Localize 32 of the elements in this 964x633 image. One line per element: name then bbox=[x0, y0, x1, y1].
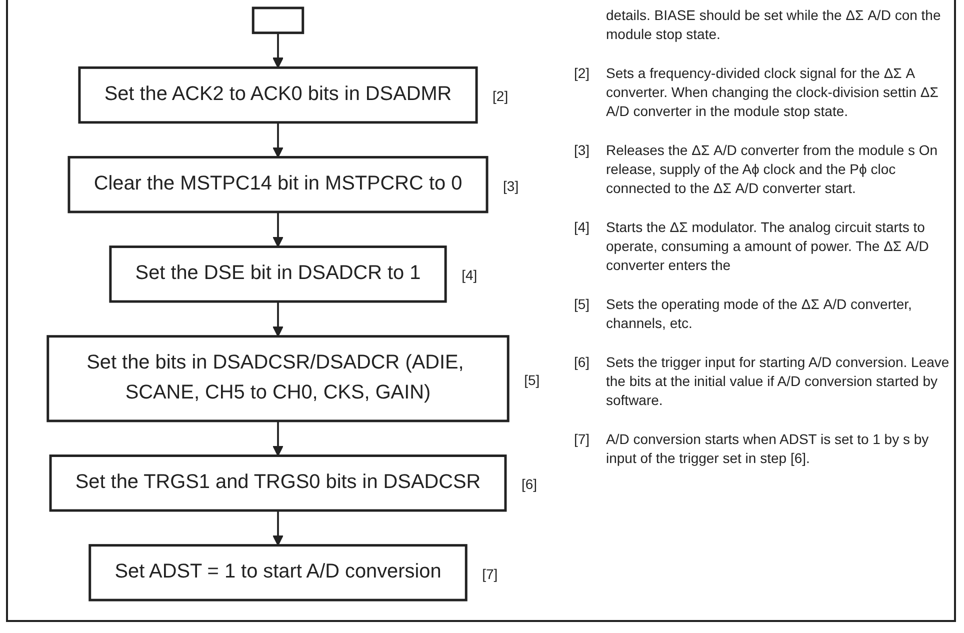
node-box: Set the ACK2 to ACK0 bits in DSADMR bbox=[78, 66, 478, 124]
arrow bbox=[272, 510, 284, 546]
note-text: Releases the ΔΣ A/D converter from the module s On release, supply of the Aϕ clock and the Pϕ cloc connected to the ΔΣ A/D converter start. bbox=[606, 141, 939, 198]
note-text: Sets the operating mode of the ΔΣ A/D converter, channels, etc. bbox=[606, 295, 913, 333]
node-box: Set the DSE bit in DSADCR to 1 bbox=[109, 246, 447, 303]
arrow bbox=[272, 420, 284, 456]
step-number: [5] bbox=[524, 372, 540, 388]
note-text: A/D conversion starts when ADST is set to 1 by s by input of the trigger set in step [6]. bbox=[606, 430, 930, 468]
step-number: [6] bbox=[521, 476, 538, 492]
note-text: Sets the trigger input for starting A/D conversion. Leave the bits at the initial value if A/D conversion started by software. bbox=[606, 353, 950, 410]
arrow bbox=[272, 122, 284, 158]
node-box: Clear the MSTPC14 bit in MSTPCRC to 0 bbox=[68, 156, 488, 214]
node-box bbox=[252, 6, 304, 34]
arrow bbox=[272, 32, 284, 68]
node-box: Set ADST = 1 to start A/D conversion bbox=[88, 544, 468, 602]
note-text: Sets a frequency-divided clock signal for the ΔΣ A converter. When changing the clock-division settin ΔΣ A/D converter in the module stop state. bbox=[606, 64, 940, 121]
step-number: [2] bbox=[492, 88, 508, 104]
node-box: Set the TRGS1 and TRGS0 bits in DSADCSR bbox=[49, 454, 507, 512]
step-number: [7] bbox=[574, 431, 590, 447]
step-number: [4] bbox=[462, 267, 478, 284]
step-number: [4] bbox=[574, 219, 590, 235]
note-text: Starts the ΔΣ modulator. The analog circuit starts to operate, consuming a amount of power. The ΔΣ A/D converter enters the bbox=[606, 218, 930, 275]
arrow bbox=[272, 302, 284, 337]
node-box: Set the bits in DSADCSR/DSADCR (ADIE, SCANE, CH5 to CH0, CKS, GAIN) bbox=[46, 335, 510, 422]
arrow bbox=[272, 212, 284, 248]
step-number: [3] bbox=[503, 178, 519, 194]
step-number: [5] bbox=[574, 296, 590, 312]
step-number: [7] bbox=[482, 566, 498, 582]
step-number: [2] bbox=[574, 65, 590, 81]
note-text: details. BIASE should be set while the ΔΣ A/D con the module stop state. bbox=[606, 6, 942, 44]
step-number: [3] bbox=[574, 142, 590, 158]
step-number: [6] bbox=[574, 354, 590, 370]
